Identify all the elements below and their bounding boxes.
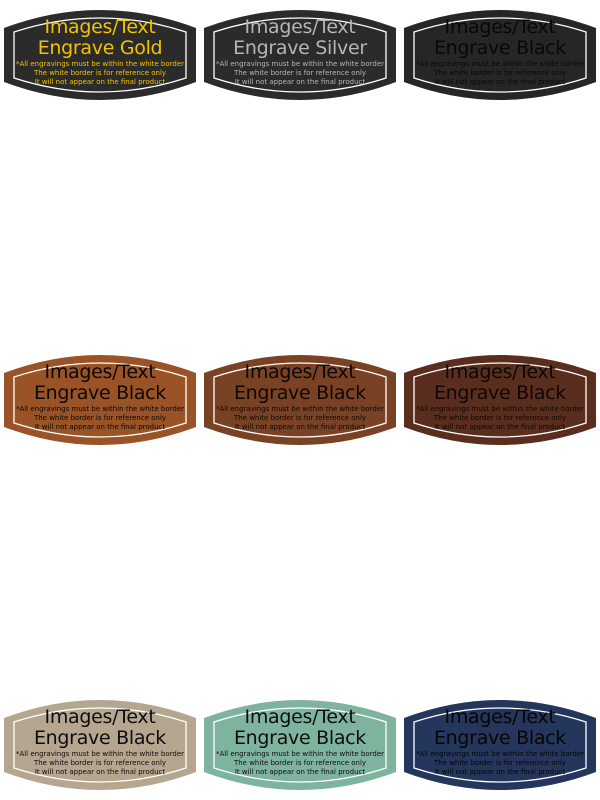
patch-note-line1: *All engravings must be within the white… bbox=[15, 750, 185, 758]
patch-teal-black: Images/Text Engrave Black *All engraving… bbox=[200, 690, 400, 800]
patch-title-line1: Images/Text bbox=[444, 706, 556, 728]
patch-title-line2: Engrave Black bbox=[433, 727, 567, 749]
patch-note-line1: *All engravings must be within the white… bbox=[215, 405, 385, 413]
patch-shape bbox=[404, 700, 596, 790]
patch-shape bbox=[204, 10, 396, 100]
patch-title-line1: Images/Text bbox=[244, 361, 356, 383]
patch-shape bbox=[204, 355, 396, 445]
patch-title-line2: Engrave Black bbox=[433, 382, 567, 404]
patch-note-line2: The white border is for reference only bbox=[233, 759, 367, 767]
patch-note-line3: It will not appear on the final product bbox=[34, 423, 166, 431]
patch-title-line2: Engrave Black bbox=[33, 382, 167, 404]
patch-note-line3: It will not appear on the final product bbox=[34, 768, 166, 776]
patch-title-line2: Engrave Silver bbox=[233, 37, 367, 59]
patch-title-line1: Images/Text bbox=[444, 361, 556, 383]
patch-shape bbox=[4, 355, 196, 445]
patch-note-line3: It will not appear on the final product bbox=[434, 768, 566, 776]
patch-note-line3: It will not appear on the final product bbox=[234, 423, 366, 431]
patch-title-line1: Images/Text bbox=[44, 361, 156, 383]
patch-black-silver: Images/Text Engrave Silver *All engravin… bbox=[200, 0, 400, 110]
patch-note-line2: The white border is for reference only bbox=[233, 69, 367, 77]
patch-note-line3: It will not appear on the final product bbox=[434, 423, 566, 431]
patch-note-line2: The white border is for reference only bbox=[233, 414, 367, 422]
patch-shape bbox=[204, 700, 396, 790]
patch-title-line1: Images/Text bbox=[244, 16, 356, 38]
patch-note-line1: *All engravings must be within the white… bbox=[415, 405, 585, 413]
patch-navy-black: Images/Text Engrave Black *All engraving… bbox=[400, 690, 600, 800]
patch-shape bbox=[404, 10, 596, 100]
patch-note-line3: It will not appear on the final product bbox=[234, 768, 366, 776]
patch-title-line1: Images/Text bbox=[244, 706, 356, 728]
patch-note-line3: It will not appear on the final product bbox=[34, 78, 166, 86]
patch-note-line1: *All engravings must be within the white… bbox=[415, 750, 585, 758]
patch-black-black: Images/Text Engrave Black *All engraving… bbox=[400, 0, 600, 110]
patch-note-line2: The white border is for reference only bbox=[33, 759, 167, 767]
patch-shape bbox=[404, 355, 596, 445]
patch-dark-brown-black: Images/Text Engrave Black *All engraving… bbox=[400, 345, 600, 455]
patch-title-line2: Engrave Black bbox=[33, 727, 167, 749]
patch-note-line2: The white border is for reference only bbox=[33, 414, 167, 422]
patch-note-line2: The white border is for reference only bbox=[33, 69, 167, 77]
patch-note-line1: *All engravings must be within the white… bbox=[15, 60, 185, 68]
patch-note-line1: *All engravings must be within the white… bbox=[215, 750, 385, 758]
patch-brown-black: Images/Text Engrave Black *All engraving… bbox=[200, 345, 400, 455]
patch-tan-black: Images/Text Engrave Black *All engraving… bbox=[0, 345, 200, 455]
patch-note-line2: The white border is for reference only bbox=[433, 69, 567, 77]
patch-title-line2: Engrave Black bbox=[233, 382, 367, 404]
patch-shape bbox=[4, 10, 196, 100]
patch-shape bbox=[4, 700, 196, 790]
patch-note-line1: *All engravings must be within the white… bbox=[15, 405, 185, 413]
patch-title-line1: Images/Text bbox=[44, 16, 156, 38]
patch-note-line2: The white border is for reference only bbox=[433, 759, 567, 767]
patch-note-line1: *All engravings must be within the white… bbox=[415, 60, 585, 68]
patch-black-gold: Images/Text Engrave Gold *All engravings… bbox=[0, 0, 200, 110]
patch-title-line2: Engrave Black bbox=[233, 727, 367, 749]
patch-beige-black: Images/Text Engrave Black *All engraving… bbox=[0, 690, 200, 800]
patch-note-line3: It will not appear on the final product bbox=[434, 78, 566, 86]
patch-title-line1: Images/Text bbox=[444, 16, 556, 38]
patch-note-line2: The white border is for reference only bbox=[433, 414, 567, 422]
patch-title-line1: Images/Text bbox=[44, 706, 156, 728]
patch-title-line2: Engrave Gold bbox=[37, 37, 163, 59]
patch-note-line3: It will not appear on the final product bbox=[234, 78, 366, 86]
patch-note-line1: *All engravings must be within the white… bbox=[215, 60, 385, 68]
patch-title-line2: Engrave Black bbox=[433, 37, 567, 59]
